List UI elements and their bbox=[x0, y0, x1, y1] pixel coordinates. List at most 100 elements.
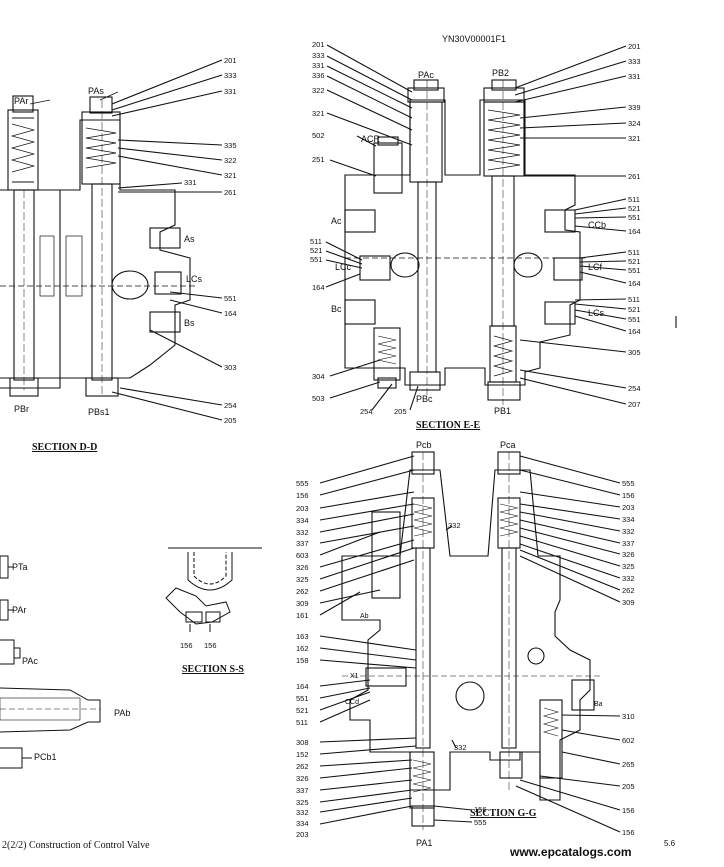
callout: 326 bbox=[296, 563, 309, 572]
callout: 303 bbox=[224, 363, 237, 372]
callout: 551 bbox=[628, 315, 641, 324]
callout: 254 bbox=[360, 407, 373, 416]
callout: 324 bbox=[628, 119, 641, 128]
callout: 511 bbox=[628, 195, 640, 204]
page-number: 5.6 bbox=[664, 839, 676, 848]
callout: 156 bbox=[622, 491, 635, 500]
drawing-code: YN30V00001F1 bbox=[442, 34, 506, 44]
callout: 156 bbox=[180, 641, 193, 650]
port-as: As bbox=[184, 234, 195, 244]
callout: 205 bbox=[394, 407, 407, 416]
callout: 321 bbox=[312, 109, 325, 118]
callout: 325 bbox=[296, 798, 309, 807]
callout: 521 bbox=[296, 706, 309, 715]
callout: 326 bbox=[622, 550, 635, 559]
callout: 254 bbox=[224, 401, 237, 410]
callout: 332 bbox=[622, 574, 635, 583]
port-pac: PAc bbox=[418, 70, 434, 80]
callout: 521 bbox=[628, 305, 641, 314]
callout: 152 bbox=[296, 750, 309, 759]
port-ba: Ba bbox=[594, 701, 603, 708]
callout: 502 bbox=[312, 131, 325, 140]
callout: 322 bbox=[312, 86, 325, 95]
callout: 334 bbox=[296, 819, 309, 828]
port-pta: PTa bbox=[12, 562, 28, 572]
callout: 156 bbox=[296, 491, 309, 500]
callout: 201 bbox=[312, 40, 325, 49]
port-ac: Ac bbox=[331, 216, 342, 226]
callout: 164 bbox=[224, 309, 237, 318]
callout: 334 bbox=[622, 515, 635, 524]
port-bc: Bc bbox=[331, 304, 342, 314]
callout: 158 bbox=[296, 656, 309, 665]
callout: 322 bbox=[224, 156, 237, 165]
section-dd-drawing bbox=[0, 59, 223, 421]
callout: 337 bbox=[296, 539, 309, 548]
callout: 308 bbox=[296, 738, 309, 747]
section-gg-title: SECTION G-G bbox=[470, 808, 537, 819]
callout: 332 bbox=[296, 528, 309, 537]
callout: 551 bbox=[296, 694, 309, 703]
callout: 305 bbox=[628, 348, 641, 357]
port-pca: Pca bbox=[500, 440, 516, 450]
callout: 325 bbox=[296, 575, 309, 584]
callout: 332 bbox=[296, 808, 309, 817]
port-pbc: PBc bbox=[416, 394, 433, 404]
port-lcc: LCc bbox=[335, 262, 352, 272]
callout: 162 bbox=[296, 644, 309, 653]
callout: 203 bbox=[296, 830, 309, 839]
port-pb2: PB2 bbox=[492, 68, 509, 78]
callout: 551 bbox=[628, 266, 641, 275]
callout: 207 bbox=[628, 400, 641, 409]
callout: 551 bbox=[224, 294, 237, 303]
section-ss-labels: 156 156 bbox=[180, 641, 217, 650]
callout: 336 bbox=[312, 71, 325, 80]
callout: 325 bbox=[622, 562, 635, 571]
figure-caption: 2(2/2) Construction of Control Valve bbox=[2, 840, 150, 851]
callout: 321 bbox=[224, 171, 237, 180]
callout: 333 bbox=[224, 71, 237, 80]
callout: 262 bbox=[622, 586, 635, 595]
port-pac-2: PAc bbox=[22, 656, 38, 666]
port-acr: ACR bbox=[361, 134, 381, 144]
section-gg-labels: Pcb Pca Ab Ba X1 CCd PA1 555 156 203 334… bbox=[296, 440, 635, 848]
port-lcs-e: LCs bbox=[588, 308, 605, 318]
section-ee-labels: PAc PB2 ACR Ac LCc Bc PBc PB1 CCb LCf LC… bbox=[310, 40, 641, 431]
port-pb1: PB1 bbox=[494, 406, 511, 416]
callout: 156 bbox=[474, 805, 487, 814]
callout: 205 bbox=[224, 416, 237, 425]
callout: 203 bbox=[622, 503, 635, 512]
section-dd-labels: PAr PAs As LCs Bs PBr PBs1 201 333 331 3… bbox=[14, 56, 237, 453]
section-gg-drawing bbox=[319, 451, 621, 833]
port-pa1: PA1 bbox=[416, 838, 432, 848]
left-fragment-drawing bbox=[0, 555, 101, 769]
callout: 161 bbox=[296, 611, 309, 620]
callout: 511 bbox=[628, 295, 640, 304]
callout: 201 bbox=[224, 56, 237, 65]
callout: 262 bbox=[296, 587, 309, 596]
callout: 331 bbox=[312, 61, 325, 70]
callout: 503 bbox=[312, 394, 325, 403]
callout: 511 bbox=[310, 237, 322, 246]
section-ss-title: SECTION S-S bbox=[182, 664, 244, 675]
callout: 164 bbox=[296, 682, 309, 691]
callout: 331 bbox=[224, 87, 237, 96]
section-dd-title: SECTION D-D bbox=[32, 442, 97, 453]
callout: 511 bbox=[628, 248, 640, 257]
callout: 164 bbox=[628, 279, 641, 288]
section-ss-drawing bbox=[165, 547, 262, 632]
callout: 309 bbox=[622, 598, 635, 607]
port-ccb: CCb bbox=[588, 220, 606, 230]
callout: 331 bbox=[628, 72, 641, 81]
port-pas: PAs bbox=[88, 86, 104, 96]
port-par-2: PAr bbox=[12, 605, 26, 615]
port-pcb: Pcb bbox=[416, 440, 432, 450]
port-pbr: PBr bbox=[14, 404, 29, 414]
callout: 332 bbox=[622, 527, 635, 536]
callout: 262 bbox=[296, 762, 309, 771]
port-pab: PAb bbox=[114, 708, 130, 718]
callout: 602 bbox=[622, 736, 635, 745]
callout: 251 bbox=[312, 155, 325, 164]
watermark: www.epcatalogs.com bbox=[509, 845, 632, 859]
